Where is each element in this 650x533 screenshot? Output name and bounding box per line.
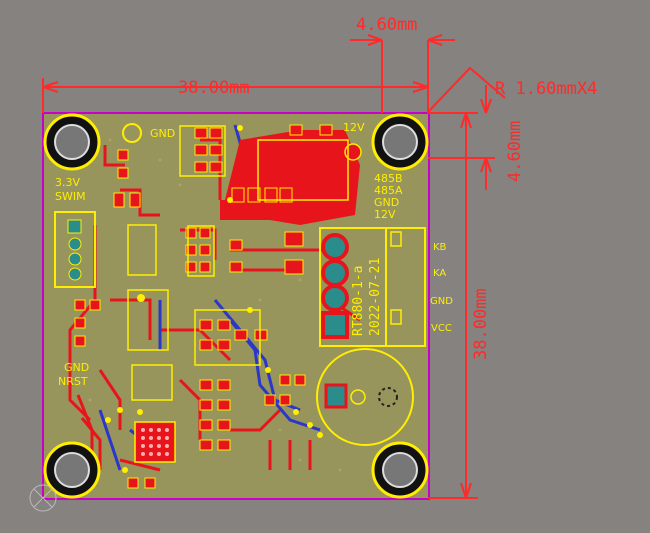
label-swim: SWIM [55,190,86,203]
smd-components [74,124,333,489]
label-bus-gnd: GND [374,196,399,209]
dimension-lines [42,34,506,499]
mounting-holes [43,113,429,499]
soic-chip [127,289,169,351]
power-copper-pour [220,130,360,225]
origin-marker-icon [29,484,57,512]
label-ka: KA [433,268,446,279]
label-3v3: 3.3V [55,176,80,189]
label-nrst: NRST [58,375,88,388]
label-board-date: 2022-07-21 [368,258,383,336]
dim-radius-label: R 1.60mmX4 [495,79,597,99]
silkscreen-outlines [127,125,349,401]
label-vcc: VCC [431,323,452,334]
mounting-hole-bottom-left [43,441,101,499]
mounting-hole-top-left [43,113,101,171]
label-gnd-left: GND [64,361,89,374]
label-conn-gnd: GND [430,296,453,307]
dim-offset-y-label: 4.60mm [505,121,525,182]
v12-pad [344,143,362,161]
mcu-chip [134,421,176,463]
top-copper-traces [68,138,361,472]
label-12v-top: 12V [343,121,365,134]
swim-header [54,211,96,288]
label-gnd-top: GND [150,127,175,140]
vias [105,125,323,473]
gnd-test-pad [122,123,142,143]
label-485b: 485B [374,172,403,185]
label-bus-12v: 12V [374,208,396,221]
dim-offset-x-label: 4.60mm [356,15,417,35]
mounting-hole-bottom-right [371,441,429,499]
mounting-hole-top-right [371,113,429,171]
main-connector [319,227,426,347]
buzzer [316,348,414,446]
label-kb: KB [433,242,447,253]
label-485a: 485A [374,184,403,197]
label-board-name: RT880-1-a [351,266,366,336]
dim-width-label: 38.00mm [178,78,250,98]
dim-height-label: 38.00mm [471,288,491,360]
